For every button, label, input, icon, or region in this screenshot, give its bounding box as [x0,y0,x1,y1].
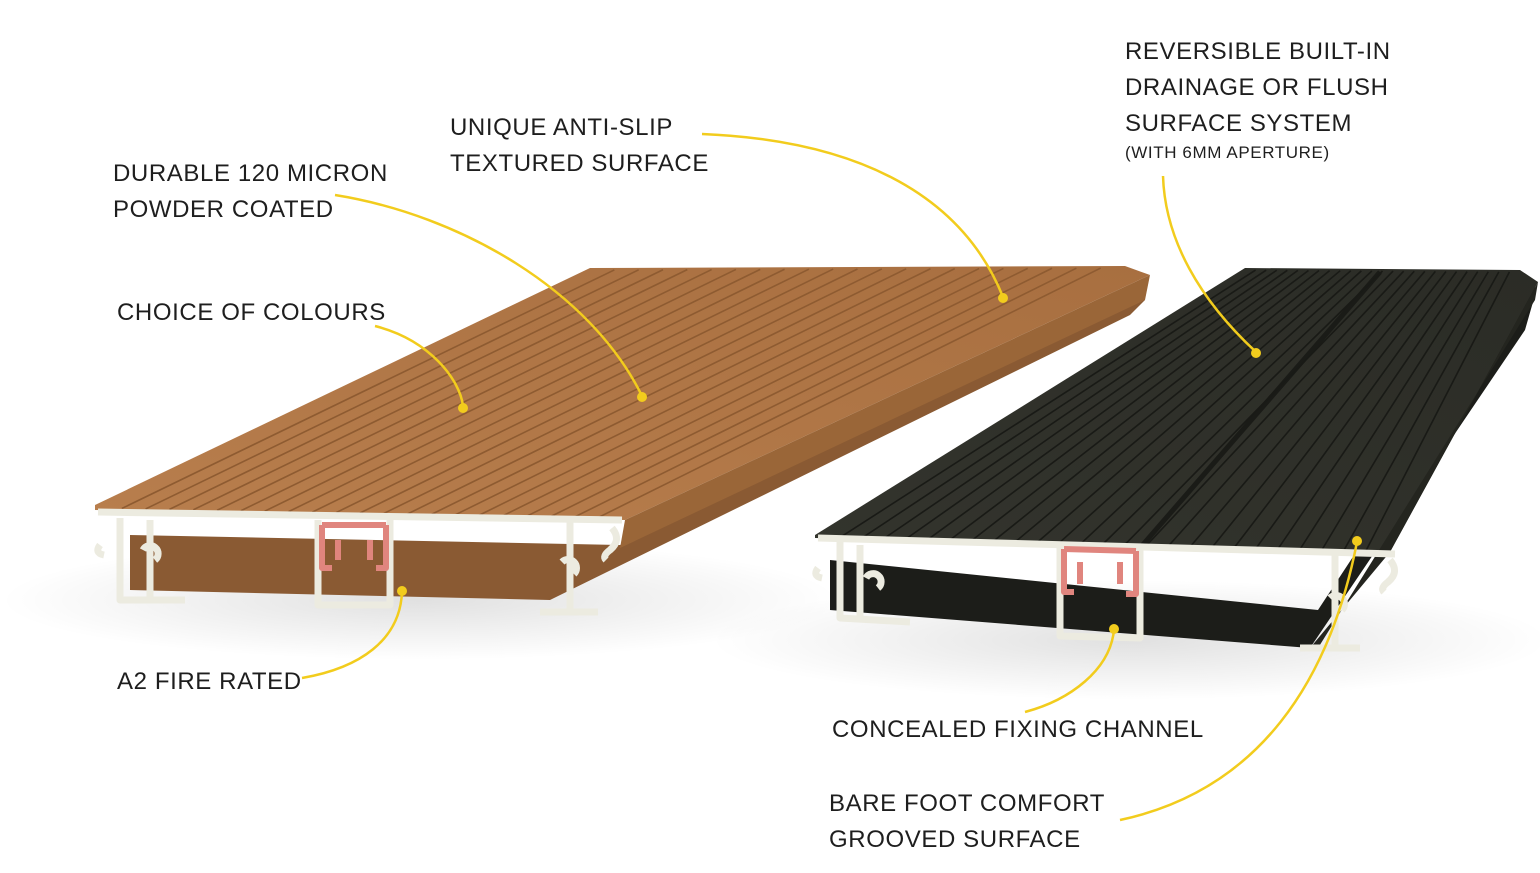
groove-line [1233,270,1447,548]
brown-board-top-surface [95,266,1150,520]
label-line: REVERSIBLE BUILT-IN [1125,38,1391,65]
groove-line [145,269,639,510]
brown-board-edge [620,275,1150,548]
groove-line [574,267,1077,518]
groove-line [883,269,1278,540]
label-line: BARE FOOT COMFORT [829,790,1105,817]
groove-line [121,269,615,510]
label-line: SURFACE SYSTEM [1125,110,1353,137]
groove-line [216,268,712,511]
groove-line [335,268,834,514]
label-a2-fire-rated: A2 FIRE RATED [117,664,302,700]
groove-line [1080,270,1373,545]
label-choice-of-colours: CHOICE OF COLOURS [117,295,386,331]
callout-dot [1109,624,1119,634]
groove-line [861,269,1267,539]
label-subline: (WITH 6MM APERTURE) [1125,143,1330,162]
groove-line [383,268,883,515]
label-line: CONCEALED FIXING CHANNEL [832,716,1204,743]
groove-line [970,269,1320,542]
groove-line [169,269,664,511]
callout-line-reversible [1161,175,1257,353]
brown-decking-board [94,266,1150,616]
callout-dot [1352,536,1362,546]
groove-line [1255,271,1458,549]
groove-line [1343,271,1500,551]
label-line: TEXTURED SURFACE [450,150,709,177]
groove-line [1211,270,1437,548]
groove-line [1014,270,1341,543]
callout-line-fire [301,591,404,680]
label-line: UNIQUE ANTI-SLIP [450,114,673,141]
groove-line [478,267,980,516]
groove-line [949,269,1309,541]
groove-line [927,269,1299,541]
groove-line [502,267,1004,517]
groove-line [1102,270,1384,545]
groove-line [1146,270,1405,546]
dark-board-grooves [839,269,1511,551]
groove-line [1190,270,1426,547]
groove-line [1299,271,1479,550]
dark-board-split [1138,270,1382,550]
groove-line [550,267,1053,518]
label-concealed-fixing-channel: CONCEALED FIXING CHANNEL [832,712,1204,748]
groove-line [359,268,858,514]
groove-line [264,268,761,512]
label-line: DRAINAGE OR FLUSH [1125,74,1389,101]
groove-line [1058,270,1362,544]
groove-line [407,268,907,515]
groove-line [1168,270,1415,547]
callout-dot [1251,348,1261,358]
groove-line [597,267,1102,519]
groove-line [905,269,1288,540]
callout-lines [301,132,1359,822]
callout-dot [458,403,468,413]
brown-board-grooves [121,267,1102,519]
groove-line [1124,270,1394,546]
groove-line [431,268,931,516]
brown-fixing-insert [319,522,389,571]
label-durable-powder-coated: DURABLE 120 MICRON POWDER COATED [113,156,388,228]
groove-line [839,269,1257,539]
label-line: POWDER COATED [113,196,334,223]
label-line: A2 FIRE RATED [117,668,302,695]
groove-line [992,269,1331,542]
groove-line [1036,270,1352,543]
dark-board-profile [812,534,1398,652]
groove-line [240,268,737,512]
label-bare-foot-comfort: BARE FOOT COMFORT GROOVED SURFACE [829,786,1105,858]
callout-line-barefoot [1119,541,1359,822]
label-line: GROOVED SURFACE [829,826,1081,853]
callout-dot [637,392,647,402]
callout-dots [397,293,1362,634]
callout-line-durable [334,193,644,397]
callout-line-fixing [1024,629,1116,714]
groove-line [454,267,956,516]
callout-dot [397,586,407,596]
callout-line-colours [374,324,465,407]
groove-line [288,268,785,513]
groove-line [192,268,688,511]
label-anti-slip-surface: UNIQUE ANTI-SLIP TEXTURED SURFACE [450,110,709,182]
dark-decking-board [812,268,1538,652]
groove-line [1321,271,1489,550]
callout-dot [998,293,1008,303]
brown-board-profile [94,508,623,616]
dark-board-top-surface [815,268,1538,552]
groove-line [1277,271,1468,549]
label-line: DURABLE 120 MICRON [113,160,388,187]
groove-line [526,267,1029,517]
dark-fixing-insert [1061,546,1139,597]
groove-line [1365,271,1511,551]
label-reversible-drainage: REVERSIBLE BUILT-IN DRAINAGE OR FLUSH SU… [1125,34,1391,164]
callout-line-anti-slip [701,132,1005,298]
label-line: CHOICE OF COLOURS [117,299,386,326]
groove-line [312,268,810,513]
